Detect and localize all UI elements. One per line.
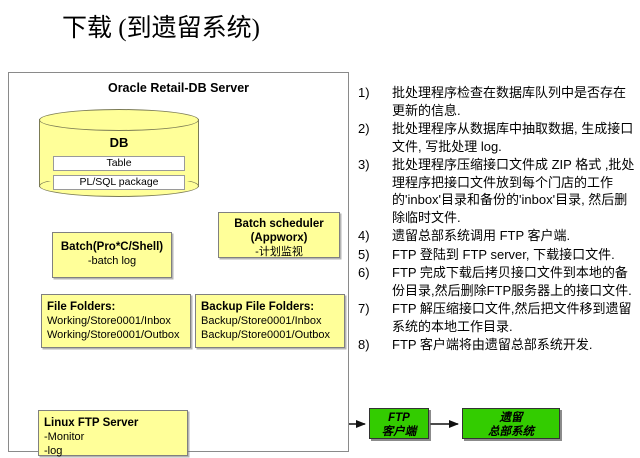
process-step-number: 8) bbox=[358, 337, 370, 352]
process-step-number: 7) bbox=[358, 301, 370, 316]
oracle-retail-db-server-container: Oracle Retail-DB Server DB Table PL/SQL … bbox=[8, 72, 349, 452]
batch-node[interactable]: Batch(Pro*C/Shell) -batch log bbox=[52, 232, 172, 278]
db-plsql-package-box: PL/SQL package bbox=[53, 175, 185, 190]
process-step: 6) FTP 完成下载后拷贝接口文件到本地的备份目录,然后删除FTP服务器上的接口… bbox=[358, 264, 638, 299]
db-table-box: Table bbox=[53, 156, 185, 171]
server-title: Oracle Retail-DB Server bbox=[107, 81, 250, 95]
process-step-text: FTP 完成下载后拷贝接口文件到本地的备份目录,然后删除FTP服务器上的接口文件… bbox=[392, 265, 632, 298]
process-step-text: 批处理程序检查在数据库队列中是否存在更新的信息. bbox=[392, 85, 627, 118]
process-step: 5) FTP 登陆到 FTP server, 下载接口文件. bbox=[358, 246, 638, 264]
process-step: 2) 批处理程序从数据库中抽取数据, 生成接口文件, 写批处理 log. bbox=[358, 120, 638, 155]
process-step-text: FTP 客户端将由遗留总部系统开发. bbox=[392, 337, 593, 352]
db-cylinder: DB Table PL/SQL package bbox=[39, 109, 199, 197]
linux-ftp-server-line2: -log bbox=[44, 445, 63, 457]
process-step: 7) FTP 解压缩接口文件,然后把文件移到遗留系统的本地工作目录. bbox=[358, 300, 638, 335]
ftp-client-node[interactable]: FTP 客户端 bbox=[369, 408, 429, 439]
process-step-number: 3) bbox=[358, 157, 370, 172]
ftp-client-line1: FTP bbox=[388, 412, 410, 424]
batch-node-header: Batch(Pro*C/Shell) bbox=[60, 241, 164, 253]
file-folders-header: File Folders: bbox=[47, 301, 116, 313]
linux-ftp-server-header: Linux FTP Server bbox=[44, 417, 139, 429]
process-step-text: 批处理程序从数据库中抽取数据, 生成接口文件, 写批处理 log. bbox=[392, 121, 634, 154]
process-step-number: 1) bbox=[358, 85, 370, 100]
process-step-number: 6) bbox=[358, 265, 370, 280]
page-title: 下载 (到遗留系统) bbox=[62, 15, 260, 42]
process-step-text: 批处理程序压缩接口文件成 ZIP 格式 ,批处理程序把接口文件放到每个门店的工作… bbox=[392, 157, 635, 225]
linux-ftp-server-line1: -Monitor bbox=[44, 431, 85, 443]
db-cylinder-top bbox=[39, 109, 199, 131]
scheduler-header-line2: (Appworx) bbox=[250, 232, 308, 244]
file-folders-node[interactable]: File Folders: Working/Store0001/Inbox Wo… bbox=[41, 294, 191, 348]
backup-file-folders-header: Backup File Folders: bbox=[201, 301, 315, 313]
process-step: 1) 批处理程序检查在数据库队列中是否存在更新的信息. bbox=[358, 84, 638, 119]
batch-scheduler-node[interactable]: Batch scheduler (Appworx) -计划监视 bbox=[218, 212, 340, 258]
legacy-hq-system-node[interactable]: 遗留 总部系统 bbox=[462, 408, 560, 439]
db-label: DB bbox=[109, 135, 129, 150]
scheduler-sub: -计划监视 bbox=[255, 246, 303, 258]
batch-node-sub: -batch log bbox=[87, 255, 137, 267]
process-step-number: 2) bbox=[358, 121, 370, 136]
backup-file-folders-line1: Backup/Store0001/Inbox bbox=[201, 315, 322, 327]
ftp-client-line2: 客户端 bbox=[381, 426, 417, 438]
process-steps-list: 1) 批处理程序检查在数据库队列中是否存在更新的信息. 2) 批处理程序从数据库中抽取… bbox=[358, 84, 638, 355]
file-folders-line2: Working/Store0001/Outbox bbox=[47, 329, 180, 341]
linux-ftp-server-node[interactable]: Linux FTP Server -Monitor -log bbox=[38, 410, 188, 457]
backup-file-folders-line2: Backup/Store0001/Outbox bbox=[201, 329, 331, 341]
process-step-number: 5) bbox=[358, 246, 370, 262]
process-step-text: 遗留总部系统调用 FTP 客户端. bbox=[392, 228, 571, 243]
process-step: 4) 遗留总部系统调用 FTP 客户端. bbox=[358, 227, 638, 245]
scheduler-header-line1: Batch scheduler bbox=[234, 218, 324, 230]
process-step-text: FTP 解压缩接口文件,然后把文件移到遗留系统的本地工作目录. bbox=[392, 301, 632, 334]
process-step: 8) FTP 客户端将由遗留总部系统开发. bbox=[358, 336, 638, 354]
legacy-hq-line2: 总部系统 bbox=[488, 426, 534, 438]
legacy-hq-line1: 遗留 bbox=[499, 412, 523, 424]
backup-file-folders-node[interactable]: Backup File Folders: Backup/Store0001/In… bbox=[195, 294, 345, 348]
process-step: 3) 批处理程序压缩接口文件成 ZIP 格式 ,批处理程序把接口文件放到每个门店的… bbox=[358, 156, 638, 226]
process-step-text: FTP 登陆到 FTP server, 下载接口文件. bbox=[392, 246, 615, 262]
file-folders-line1: Working/Store0001/Inbox bbox=[47, 315, 171, 327]
process-step-number: 4) bbox=[358, 228, 370, 243]
